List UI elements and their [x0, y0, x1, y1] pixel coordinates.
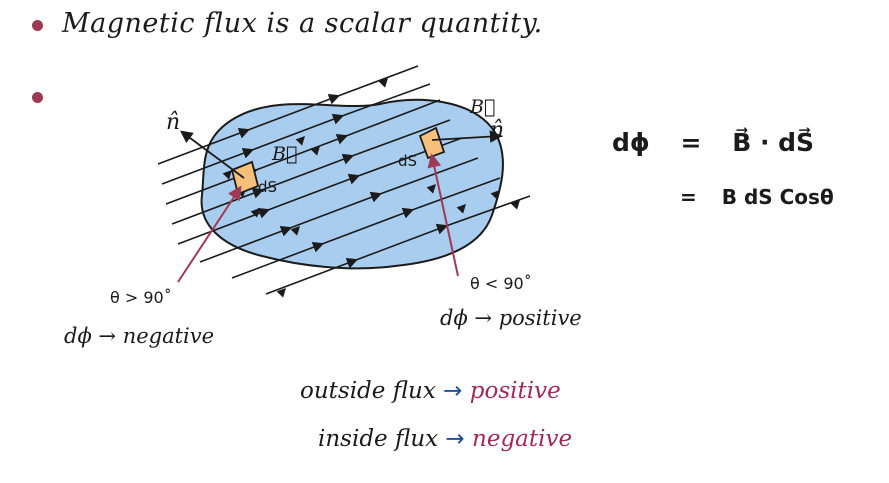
- bullet-1: [32, 20, 43, 31]
- flux-expanded: B dS Cosθ: [721, 185, 834, 209]
- inside-flux-label: inside flux: [318, 426, 439, 452]
- left-result-label: dϕ → negative: [64, 324, 215, 348]
- flux-symbol: dϕ: [612, 128, 650, 157]
- left-pointer: [177, 185, 242, 283]
- bullet-2: [32, 92, 43, 103]
- dot-product: B⃗ · dS⃗: [732, 128, 815, 157]
- summary-outside: outside flux → positive: [300, 378, 561, 404]
- right-area-label: dS: [398, 152, 418, 170]
- field-line: [171, 119, 451, 225]
- summary-inside: inside flux → negative: [318, 426, 572, 452]
- right-field-label: B⃗: [470, 96, 496, 118]
- right-angle-label: θ < 90˚: [470, 274, 532, 293]
- right-normal-vector: [431, 130, 503, 143]
- inside-flux-value: negative: [472, 426, 573, 452]
- field-line-arrowheads: [222, 78, 520, 298]
- right-pointer: [427, 153, 459, 277]
- right-normal-label: n̂: [490, 118, 505, 143]
- outside-arrow-icon: →: [443, 378, 463, 404]
- left-area-label: dS: [258, 178, 278, 196]
- equals-sign-1: =: [680, 128, 702, 157]
- field-line: [265, 195, 531, 295]
- left-normal-vector: [179, 130, 245, 179]
- left-angle-label: θ > 90˚: [110, 288, 172, 307]
- equation-line-1: dϕ = B⃗ · dS⃗: [612, 128, 814, 157]
- equals-sign-2: =: [680, 185, 697, 209]
- left-field-label: B⃗: [272, 143, 298, 165]
- heading-text: Magnetic flux is a scalar quantity.: [62, 8, 543, 39]
- field-line: [161, 83, 431, 185]
- field-lines: [157, 65, 531, 295]
- inside-arrow-icon: →: [445, 426, 465, 452]
- right-result-label: dϕ → positive: [440, 306, 582, 330]
- right-patch: [418, 126, 446, 160]
- left-normal-label: n̂: [166, 110, 181, 135]
- equation-line-2: = B dS Cosθ: [680, 185, 834, 209]
- outside-flux-label: outside flux: [300, 378, 436, 404]
- outside-flux-value: positive: [469, 378, 561, 404]
- field-line: [165, 99, 441, 205]
